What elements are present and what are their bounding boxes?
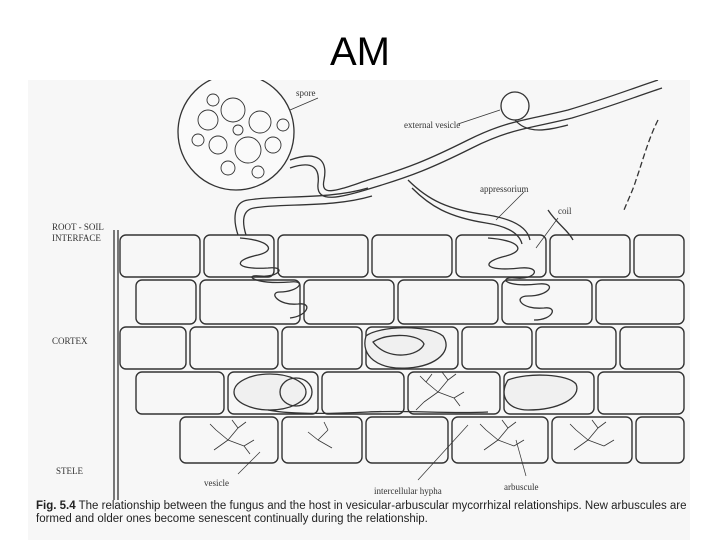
vesicle-lower (233, 373, 307, 411)
label-appressorium: appressorium (480, 184, 529, 194)
external-vesicle-shape (500, 91, 530, 121)
arbuscule-4 (569, 419, 615, 451)
vesicle-cortex (364, 327, 447, 369)
label-external-vesicle: external vesicle (404, 120, 460, 130)
caption-number: Fig. 5.4 (36, 500, 76, 512)
label-arbuscule: arbuscule (504, 482, 538, 492)
label-root-soil-interface-2: INTERFACE (52, 233, 101, 243)
coil-left (239, 237, 308, 319)
label-spore: spore (296, 88, 316, 98)
mycorrhiza-diagram: spore external vesicle appressorium coil… (52, 80, 685, 500)
figure-caption: Fig. 5.4 The relationship between the fu… (36, 500, 712, 526)
caption-text: The relationship between the fungus and … (36, 500, 687, 525)
figure: spore external vesicle appressorium coil… (28, 80, 690, 540)
arbuscule-3 (479, 419, 525, 451)
coil-right (487, 237, 553, 321)
label-root-soil-interface-1: ROOT - SOIL (52, 222, 104, 232)
arbuscule-1 (415, 371, 465, 411)
label-coil: coil (558, 206, 572, 216)
label-intercellular-hypha: intercellular hypha (374, 486, 442, 496)
slide-title: AM (330, 30, 390, 74)
label-cortex: CORTEX (52, 336, 88, 346)
label-vesicle: vesicle (204, 478, 229, 488)
label-stele: STELE (56, 466, 83, 476)
arbuscule-2 (209, 419, 255, 455)
